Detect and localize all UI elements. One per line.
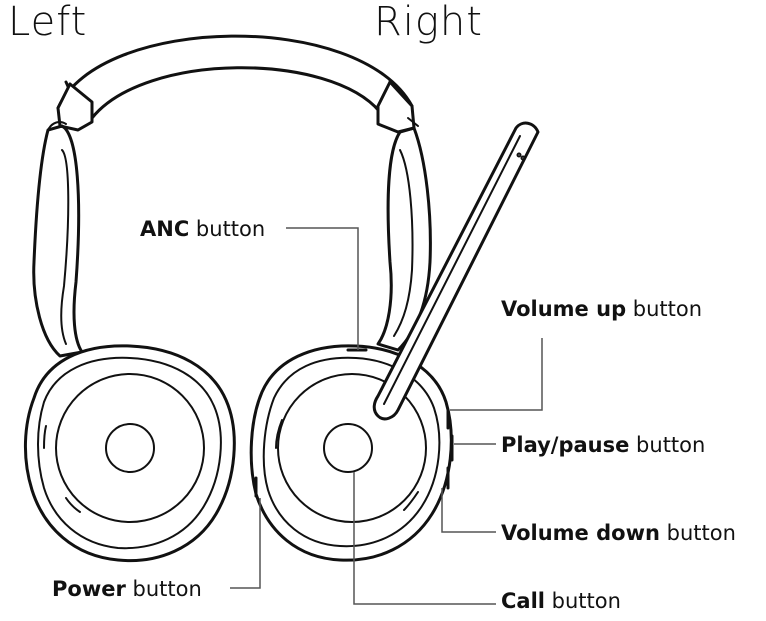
microphone-boom (372, 121, 540, 421)
power-leader (230, 498, 261, 589)
call-leader (353, 472, 496, 605)
call-button-label: Call button (501, 589, 621, 613)
volume-up-leader (450, 338, 543, 411)
anc-leader (286, 227, 359, 350)
left-ear-cup (24, 344, 236, 563)
volume-down-leader (441, 488, 496, 533)
power-button-label: Power button (52, 577, 202, 601)
left-slider-arm (32, 121, 84, 358)
headband (56, 34, 416, 134)
anc-button-label: ANC button (140, 217, 265, 241)
right-side-label: Right (374, 0, 483, 45)
right-slider-arm (376, 117, 432, 352)
left-side-label: Left (8, 0, 87, 45)
leader-lines (230, 227, 543, 605)
play-pause-button-label: Play/pause button (501, 433, 705, 457)
volume-up-button-label: Volume up button (501, 297, 702, 321)
volume-down-button-label: Volume down button (501, 521, 736, 545)
right-ear-cup (249, 344, 454, 562)
